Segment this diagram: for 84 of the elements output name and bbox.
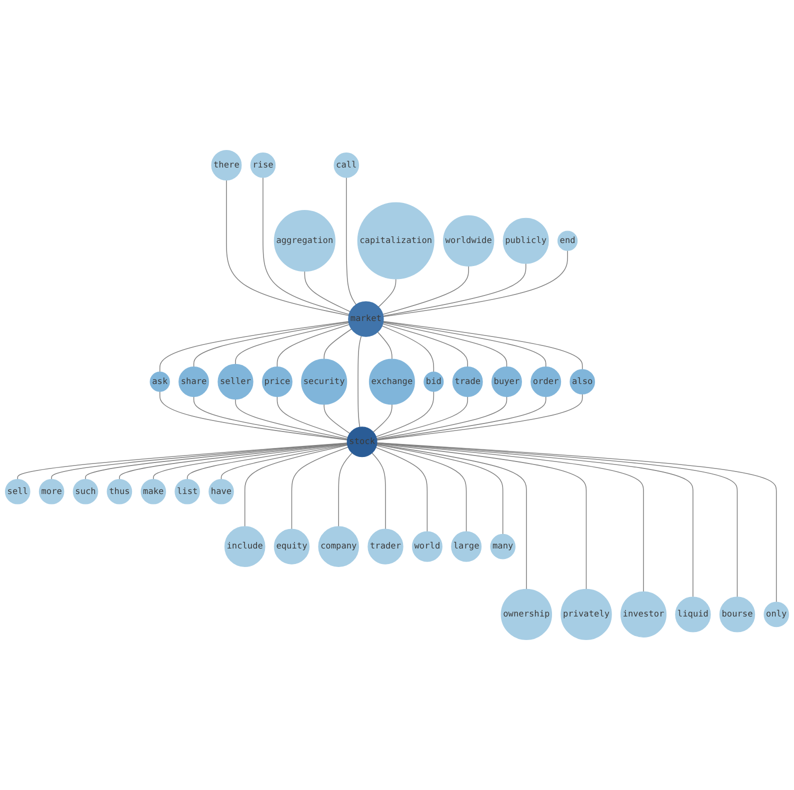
node-circle: have	[208, 478, 234, 504]
connector	[382, 321, 546, 368]
node-circle: equity	[274, 528, 310, 564]
connector	[304, 270, 350, 312]
connector	[324, 404, 350, 434]
connector	[376, 396, 546, 440]
node-circle: aggregation	[274, 210, 336, 272]
node-circle: sell	[4, 478, 30, 504]
node-circle: ownership	[500, 588, 552, 640]
connector	[159, 391, 348, 440]
connector	[382, 263, 526, 316]
node-circle: liquid	[675, 596, 711, 632]
connector	[382, 320, 583, 370]
connector	[262, 177, 350, 315]
node-circle: investor	[620, 591, 667, 638]
connector	[378, 278, 396, 308]
node-circle: stock	[346, 426, 378, 458]
node-circle: bourse	[719, 596, 756, 632]
connector	[324, 328, 352, 360]
node-circle: end	[557, 230, 578, 251]
node-circle: list	[174, 478, 200, 504]
node-circle: order	[530, 366, 562, 398]
node-circle: include	[224, 526, 266, 567]
node-circle: trader	[368, 528, 404, 564]
node-circle: buyer	[491, 366, 522, 398]
connector	[159, 321, 349, 372]
node-circle: security	[301, 358, 348, 405]
connector	[382, 326, 434, 372]
node-circle: only	[764, 602, 790, 628]
node-circle: rise	[250, 152, 276, 178]
connector	[382, 266, 469, 315]
connector	[186, 444, 348, 480]
node-circle: price	[262, 366, 292, 398]
connector	[220, 444, 348, 480]
node-circle: many	[490, 534, 516, 560]
connector	[291, 446, 348, 530]
connector	[244, 444, 348, 527]
node-circle: make	[140, 478, 166, 504]
connector	[376, 443, 587, 590]
node-circle: capitalization	[357, 202, 434, 280]
node-circle: seller	[218, 364, 254, 400]
connector	[338, 452, 352, 527]
connector	[193, 396, 348, 440]
connector	[376, 447, 428, 532]
node-circle: call	[334, 152, 360, 178]
connector	[372, 404, 392, 432]
node-circle: company	[318, 526, 360, 567]
connector	[346, 177, 356, 305]
node-circle: thus	[106, 478, 132, 504]
node-circle: exchange	[368, 358, 415, 405]
connector	[235, 322, 350, 365]
node-circle: more	[38, 478, 64, 504]
connector	[235, 398, 348, 440]
node-circle: market	[348, 301, 384, 337]
node-circle: publicly	[502, 218, 549, 264]
node-circle: trade	[452, 366, 483, 398]
node-circle: such	[72, 478, 98, 504]
node-circle: there	[211, 150, 242, 180]
node-circle: bid	[424, 372, 444, 392]
connector	[226, 180, 350, 316]
connector	[382, 250, 568, 317]
connector	[376, 396, 468, 439]
node-circle: privately	[560, 588, 612, 640]
connector	[382, 322, 508, 368]
connector	[376, 394, 583, 441]
connector	[376, 396, 508, 440]
node-circle: large	[451, 531, 482, 562]
connector	[372, 452, 386, 530]
connector	[377, 332, 392, 360]
node-circle: ask	[150, 372, 170, 392]
connector	[358, 336, 362, 428]
node-circle: worldwide	[443, 215, 494, 266]
connector	[193, 322, 350, 368]
connector	[376, 444, 504, 535]
connector	[276, 396, 348, 438]
node-circle: world	[412, 531, 442, 562]
node-circle: share	[178, 366, 210, 398]
connector	[382, 323, 468, 368]
connector	[276, 324, 350, 368]
node-circle: also	[570, 369, 596, 394]
connector	[376, 391, 434, 438]
connector	[376, 442, 644, 592]
connector	[376, 444, 527, 590]
connector	[376, 445, 467, 532]
